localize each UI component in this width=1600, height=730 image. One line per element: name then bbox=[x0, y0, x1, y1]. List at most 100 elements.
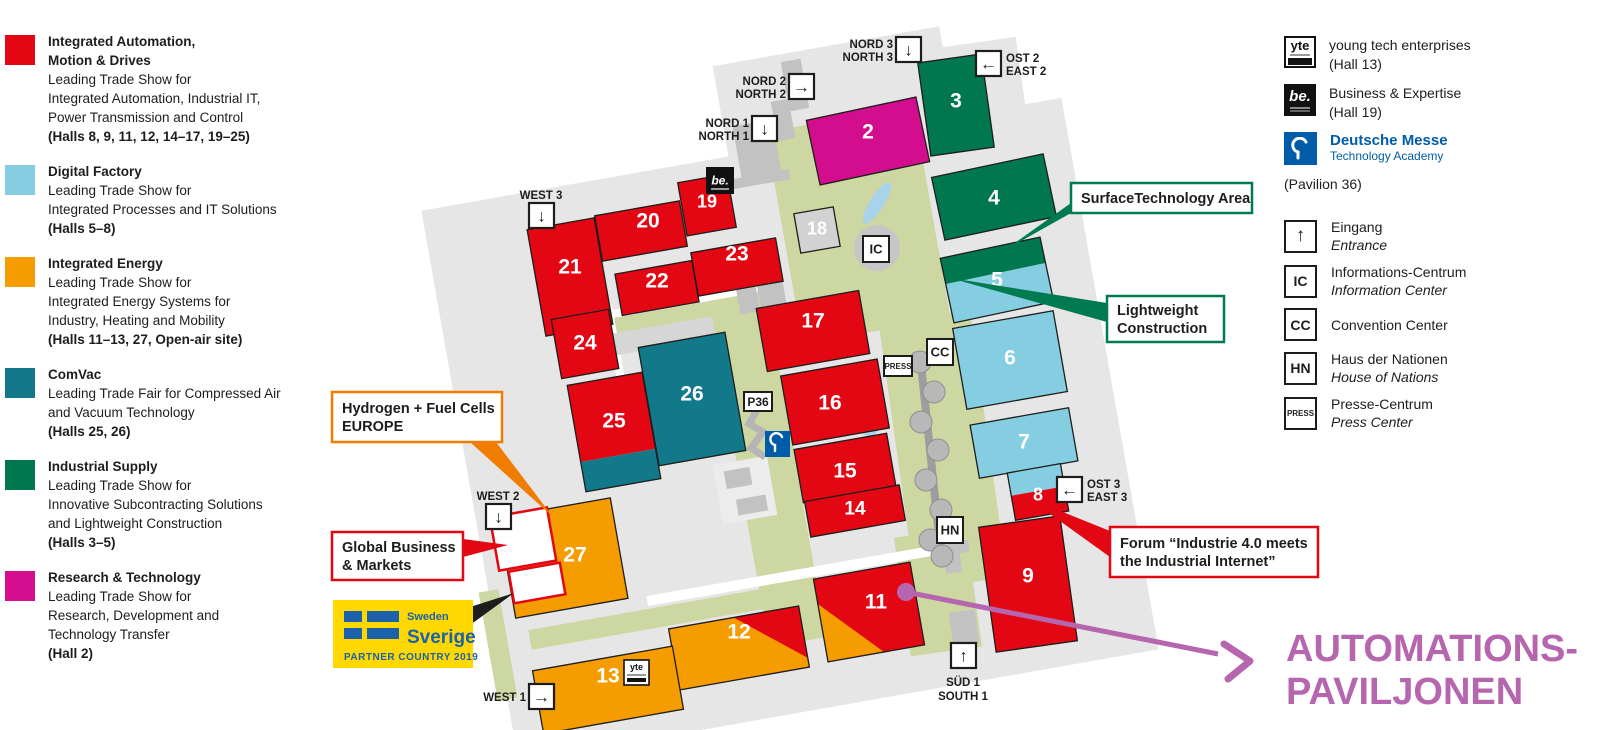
be-logo-map-bar bbox=[711, 188, 729, 190]
callout-lightweight-construction-box bbox=[1105, 294, 1226, 344]
partner-line: (Hall 19) bbox=[1329, 104, 1382, 120]
hall-14-label: 14 bbox=[844, 499, 866, 520]
be-logo-bar bbox=[1290, 110, 1310, 112]
legend-halls-line: (Halls 3–5) bbox=[48, 535, 116, 550]
information-center-icon-glyph: IC bbox=[1293, 273, 1308, 289]
be-logo-text: be. bbox=[1289, 88, 1311, 105]
partner-name: Deutsche Messe bbox=[1330, 132, 1448, 149]
entrance-icon-glyph: ↑ bbox=[1295, 225, 1306, 246]
hall-26 bbox=[637, 331, 747, 467]
gate-sued-1-label: SOUTH 1 bbox=[938, 691, 988, 703]
callout-hydrogen-fuel-cells-europe-pointer bbox=[470, 442, 553, 517]
marker-ic: IC bbox=[862, 235, 890, 263]
gate-west-1-label: WEST 1 bbox=[483, 692, 526, 704]
house-of-nations-icon-glyph: HN bbox=[1290, 360, 1311, 376]
gate-ost-2-arrow-icon: ← bbox=[980, 55, 997, 74]
partner-line: (Hall 13) bbox=[1329, 56, 1382, 72]
yte-logo-text: yte bbox=[1290, 38, 1310, 53]
hall-2-label: 2 bbox=[862, 120, 874, 143]
marker-cc: CC bbox=[926, 338, 954, 366]
automations-paviljonen-line2: PAVILJONEN bbox=[1286, 671, 1523, 713]
gate-sued-1-arrow-icon: ↑ bbox=[959, 647, 968, 666]
callout-surfacetechnology-area-box bbox=[1069, 181, 1254, 215]
yte-logo-map: yte bbox=[623, 659, 650, 686]
callout-forum-industrie-40-pointer bbox=[1028, 498, 1110, 557]
hall-20-outline bbox=[593, 200, 689, 262]
hall-14 bbox=[803, 484, 907, 538]
gate-west-2-box bbox=[484, 502, 513, 531]
young-tech-enterprises-logo: yte bbox=[1284, 36, 1316, 68]
legend-title-line: ComVac bbox=[48, 367, 102, 382]
hall-2 bbox=[805, 96, 931, 186]
hall-8-zone bbox=[1007, 463, 1065, 496]
callout-hydrogen-fuel-cells-europe-text: EUROPE bbox=[342, 419, 404, 435]
facility-name-de: Convention Center bbox=[1331, 316, 1448, 333]
hall-6 bbox=[951, 310, 1069, 410]
gate-nord-2-arrow-icon: → bbox=[793, 78, 810, 97]
facility-name-en: Entrance bbox=[1331, 237, 1388, 253]
hall-8-label: 8 bbox=[1033, 484, 1043, 504]
gate-nord-1-arrow-icon: ↓ bbox=[760, 120, 769, 139]
marker-hn-box bbox=[936, 516, 964, 544]
industrial-supply-color-swatch bbox=[5, 460, 35, 490]
gate-ost-3-box bbox=[1055, 475, 1084, 504]
marker-press-box bbox=[883, 355, 913, 377]
gate-sued-1-label: SÜD 1 bbox=[946, 676, 980, 689]
hall-16-label: 16 bbox=[818, 391, 841, 414]
marker-press-text: PRESS bbox=[884, 362, 912, 371]
street bbox=[646, 544, 944, 606]
hall-15-body bbox=[794, 433, 896, 503]
hall-12-corner-zone bbox=[733, 606, 808, 658]
sweden-flag-icon bbox=[344, 628, 362, 639]
hall-9-body bbox=[978, 515, 1078, 653]
hall-11-corner-zone bbox=[817, 603, 885, 662]
hall-20 bbox=[593, 200, 689, 262]
hall-17-label: 17 bbox=[801, 309, 824, 332]
marker-hn-text: HN bbox=[941, 523, 960, 538]
dm-hook-icon bbox=[769, 431, 784, 453]
legend-title-line: Integrated Energy bbox=[48, 256, 163, 271]
hall-4-label: 4 bbox=[988, 186, 1000, 209]
gate-sued-1: ↑ SÜD 1 SOUTH 1 bbox=[938, 641, 989, 703]
gate-nord-1-label: NORD 1 bbox=[706, 118, 750, 130]
callout-surfacetechnology-area-pointer bbox=[1005, 203, 1071, 250]
hall-3-label: 3 bbox=[950, 89, 962, 112]
hall-14-body bbox=[804, 484, 906, 538]
legend-halls-line: (Halls 25, 26) bbox=[48, 424, 131, 439]
gate-ost-2-label: EAST 2 bbox=[1006, 66, 1046, 78]
legend-body-line: Leading Trade Show for bbox=[48, 183, 192, 198]
information-center-icon: IC bbox=[1284, 264, 1317, 298]
integrated-energy-color-swatch bbox=[5, 257, 35, 287]
dm-logo-box bbox=[765, 431, 790, 457]
integrated-automation-motion-drives-color-swatch bbox=[5, 35, 35, 65]
hall-3 bbox=[917, 53, 995, 157]
gate-west-3-label: WEST 3 bbox=[520, 190, 563, 202]
legend-body-line: Leading Trade Show for bbox=[48, 589, 192, 604]
legend-body-line: Integrated Automation, Industrial IT, bbox=[48, 91, 261, 106]
yte-logo-map-text: yte bbox=[630, 662, 643, 672]
marker-ic-text: IC bbox=[870, 242, 884, 257]
hall-27-label: 27 bbox=[563, 543, 586, 566]
partner-country-text: PARTNER COUNTRY 2019 bbox=[344, 652, 478, 663]
gate-west-1: →WEST 1 bbox=[483, 682, 556, 711]
legend-body-line: Leading Trade Show for bbox=[48, 478, 192, 493]
legend-halls-line: (Halls 5–8) bbox=[48, 221, 116, 236]
hall-26-outline bbox=[637, 331, 747, 467]
marker-cc-text: CC bbox=[931, 345, 950, 360]
yte-logo-strip bbox=[1288, 58, 1312, 65]
gate-west-1-box bbox=[527, 682, 556, 711]
cc-tower bbox=[909, 410, 933, 434]
